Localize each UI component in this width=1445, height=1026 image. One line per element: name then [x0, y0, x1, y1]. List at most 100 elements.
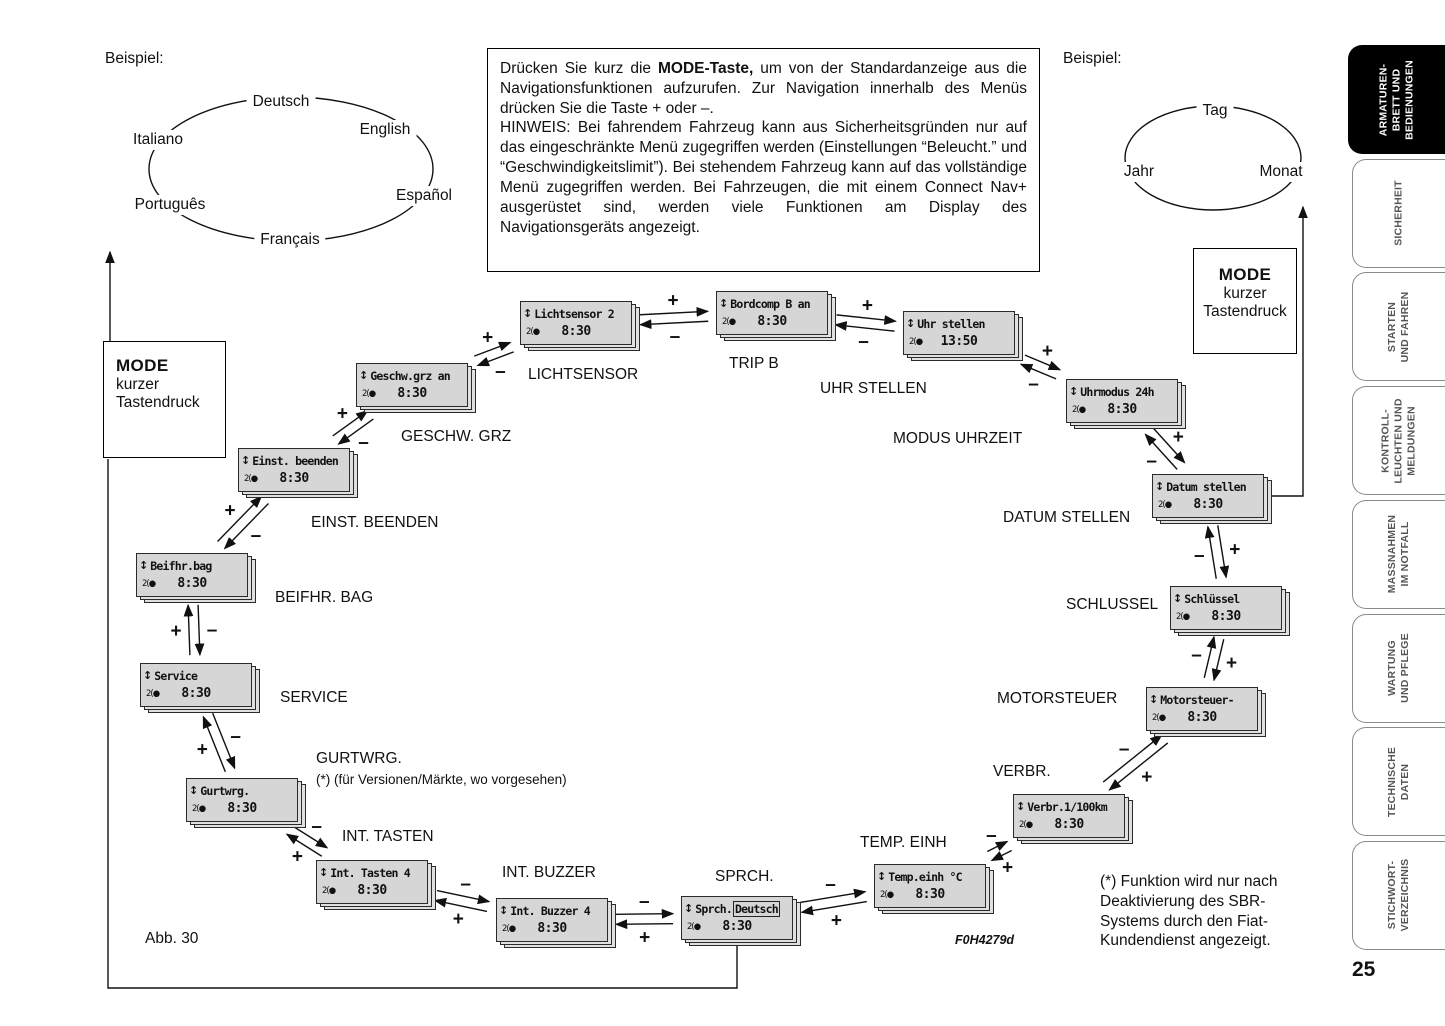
status-icons: 2(●: [502, 924, 516, 934]
display-title: Uhr stellen: [917, 316, 985, 331]
minus-sign: –: [1028, 374, 1039, 395]
menu-label-einst_beenden: EINST. BEENDEN: [311, 514, 439, 531]
status-icons: 2(●: [146, 689, 160, 699]
display-title: Beifhr.bag: [150, 558, 212, 573]
display-time: 8:30: [1107, 402, 1137, 417]
status-icons: 2(●: [722, 317, 736, 327]
plus-sign: +: [862, 296, 873, 317]
display-time: 8:30: [915, 887, 945, 902]
display-title: Temp.einh °C: [888, 869, 962, 884]
plus-sign: +: [1042, 341, 1053, 362]
updown-arrows-icon: ↕: [1069, 385, 1079, 398]
language-item: Français: [254, 230, 326, 250]
display-time: 8:30: [177, 576, 207, 591]
minus-sign: –: [207, 620, 218, 641]
updown-arrows-icon: ↕: [1016, 800, 1026, 813]
mode-left-sub2: Tastendruck: [116, 394, 200, 411]
plus-sign: +: [337, 403, 348, 424]
updown-arrows-icon: ↕: [684, 902, 694, 915]
plus-sign: +: [1141, 767, 1152, 788]
sbr-footnote: (*) Funktion wird nur nach Deaktivierung…: [1100, 872, 1324, 951]
mode-box-left: MODE kurzer Tastendruck: [103, 341, 226, 458]
menu-note: (*) (für Versionen/Märkte, wo vorgesehen…: [316, 772, 567, 787]
display-time: 8:30: [1211, 609, 1241, 624]
display-time: 8:30: [1187, 710, 1217, 725]
right-example-title: Beispiel:: [1063, 50, 1122, 68]
updown-arrows-icon: ↕: [1173, 592, 1183, 605]
minus-sign: –: [460, 874, 471, 895]
display-title: Motorsteuer-: [1160, 692, 1234, 707]
minus-sign: –: [251, 526, 262, 547]
mode-left-title: MODE: [116, 356, 169, 375]
display-time: 8:30: [227, 801, 257, 816]
updown-arrows-icon: ↕: [1155, 480, 1165, 493]
right-mode-arrow: [1272, 205, 1308, 497]
minus-sign: –: [1146, 451, 1157, 472]
updown-arrows-icon: ↕: [499, 904, 509, 917]
language-item: Deutsch: [246, 92, 316, 112]
sidebar-tab-7: STICHWORT-VERZEICHNIS: [1352, 840, 1445, 950]
minus-sign: –: [1119, 739, 1130, 760]
status-icons: 2(●: [909, 337, 923, 347]
date-oval: [1124, 105, 1302, 211]
left-example-title: Beispiel:: [105, 50, 164, 68]
display-title: Einst. beenden: [252, 453, 339, 468]
display-time: 13:50: [940, 334, 978, 349]
menu-label-geschw_grz: GESCHW. GRZ: [401, 428, 512, 445]
minus-sign: –: [311, 816, 322, 837]
instruction-hinweis: HINWEIS: Bei fahrendem Fahrzeug kann aus…: [500, 119, 1027, 236]
display-screen: ↕Gurtwrg.2(●8:30: [186, 778, 298, 822]
display-title: Sprch.: [695, 901, 733, 916]
display-title: Uhrmodus 24h: [1080, 384, 1154, 399]
status-icons: 2(●: [880, 890, 894, 900]
menu-label-int_buzzer: INT. BUZZER: [502, 864, 596, 881]
updown-arrows-icon: ↕: [143, 669, 153, 682]
status-icons: 2(●: [322, 886, 336, 896]
updown-arrows-icon: ↕: [359, 369, 369, 382]
language-item: Italiano: [127, 130, 189, 150]
display-time: 8:30: [561, 324, 591, 339]
footnote-text: Funktion wird nur nach Deaktivierung des…: [1100, 873, 1278, 950]
updown-arrows-icon: ↕: [523, 307, 533, 320]
updown-arrows-icon: ↕: [1149, 693, 1159, 706]
display-time: 8:30: [1193, 497, 1223, 512]
plus-sign: +: [1229, 540, 1240, 561]
display-time: 8:30: [722, 919, 752, 934]
menu-label-gurtwrg: GURTWRG.: [316, 750, 402, 767]
menu-label-service: SERVICE: [280, 689, 348, 706]
language-item: Español: [389, 186, 459, 206]
plus-sign: +: [453, 909, 464, 930]
menu-label-beifhr_bag: BEIFHR. BAG: [275, 589, 374, 606]
status-icons: 2(●: [687, 922, 701, 932]
display-card-gurtwrg: ↕Gurtwrg.2(●8:30: [186, 778, 306, 828]
display-title: Lichtsensor 2: [534, 306, 614, 321]
page-number: 25: [1352, 958, 1376, 981]
menu-label-schluessel: SCHLUSSEL: [1066, 596, 1159, 613]
plus-sign: +: [668, 291, 679, 312]
menu-label-bordcomp: TRIP B: [729, 355, 779, 372]
minus-sign: –: [858, 331, 869, 352]
menu-label-temp_einh: TEMP. EINH: [860, 834, 947, 851]
minus-sign: –: [495, 361, 506, 382]
menu-label-lichtsensor: LICHTSENSOR: [528, 366, 639, 383]
display-title: Datum stellen: [1166, 479, 1246, 494]
display-title: Int. Buzzer 4: [510, 903, 590, 918]
plus-sign: +: [1226, 653, 1237, 674]
